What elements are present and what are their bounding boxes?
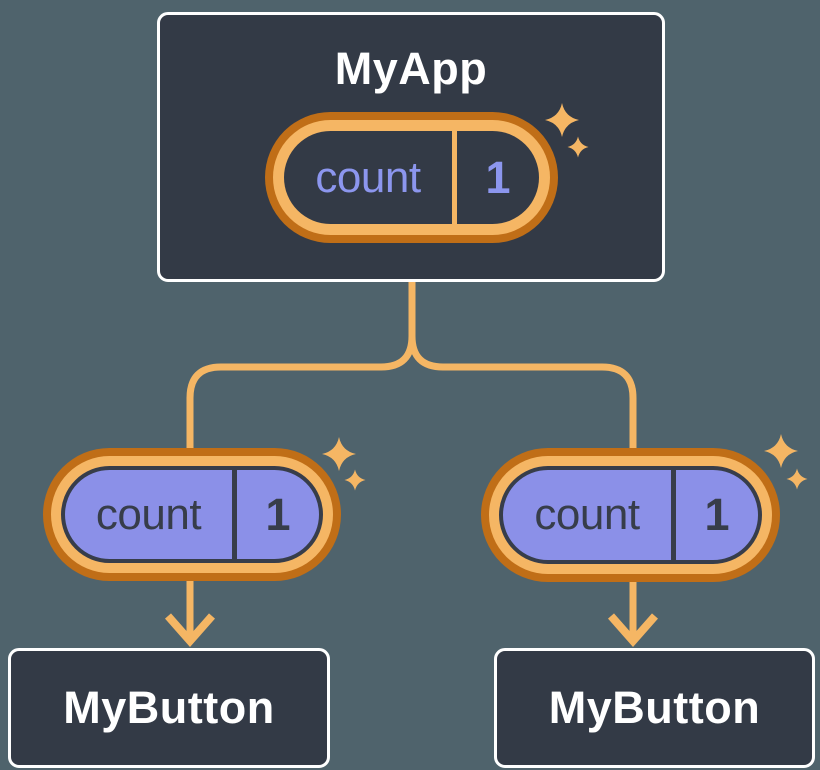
state-value: 1 (265, 488, 291, 540)
state-pill-ring: count 1 (51, 456, 333, 573)
sparkle-icon (322, 437, 356, 471)
state-pill: count 1 (43, 448, 341, 581)
state-divider (232, 470, 237, 559)
component-title: MyButton (548, 682, 761, 733)
state-value: 1 (485, 151, 511, 203)
component-title: MyButton (63, 682, 275, 733)
state-divider (452, 131, 457, 224)
state-divider (671, 470, 676, 560)
state-label: count (534, 490, 640, 539)
sparkle-icon (764, 434, 798, 468)
state-pill-body: count 1 (499, 466, 762, 564)
child-component-node: MyButton (8, 648, 330, 768)
state-pill-ring: count 1 (489, 456, 772, 574)
state-pill: count 1 (481, 448, 780, 582)
state-pill-ring: count 1 (273, 120, 550, 235)
sparkle-icon (344, 469, 366, 491)
root-component-node: MyApp count 1 (157, 12, 665, 282)
state-label: count (315, 152, 421, 202)
state-pill-body: count 1 (61, 466, 323, 563)
state-pill: count 1 (265, 112, 558, 243)
sparkle-icon (786, 468, 808, 490)
state-value: 1 (704, 489, 730, 540)
child-component-node: MyButton (494, 648, 815, 768)
state-pill-body: count 1 (284, 131, 539, 224)
arrow-down-icon (607, 613, 659, 648)
state-label: count (95, 489, 202, 539)
arrow-down-icon (164, 613, 216, 648)
arrowheads (164, 613, 659, 648)
component-title: MyApp (334, 43, 488, 94)
